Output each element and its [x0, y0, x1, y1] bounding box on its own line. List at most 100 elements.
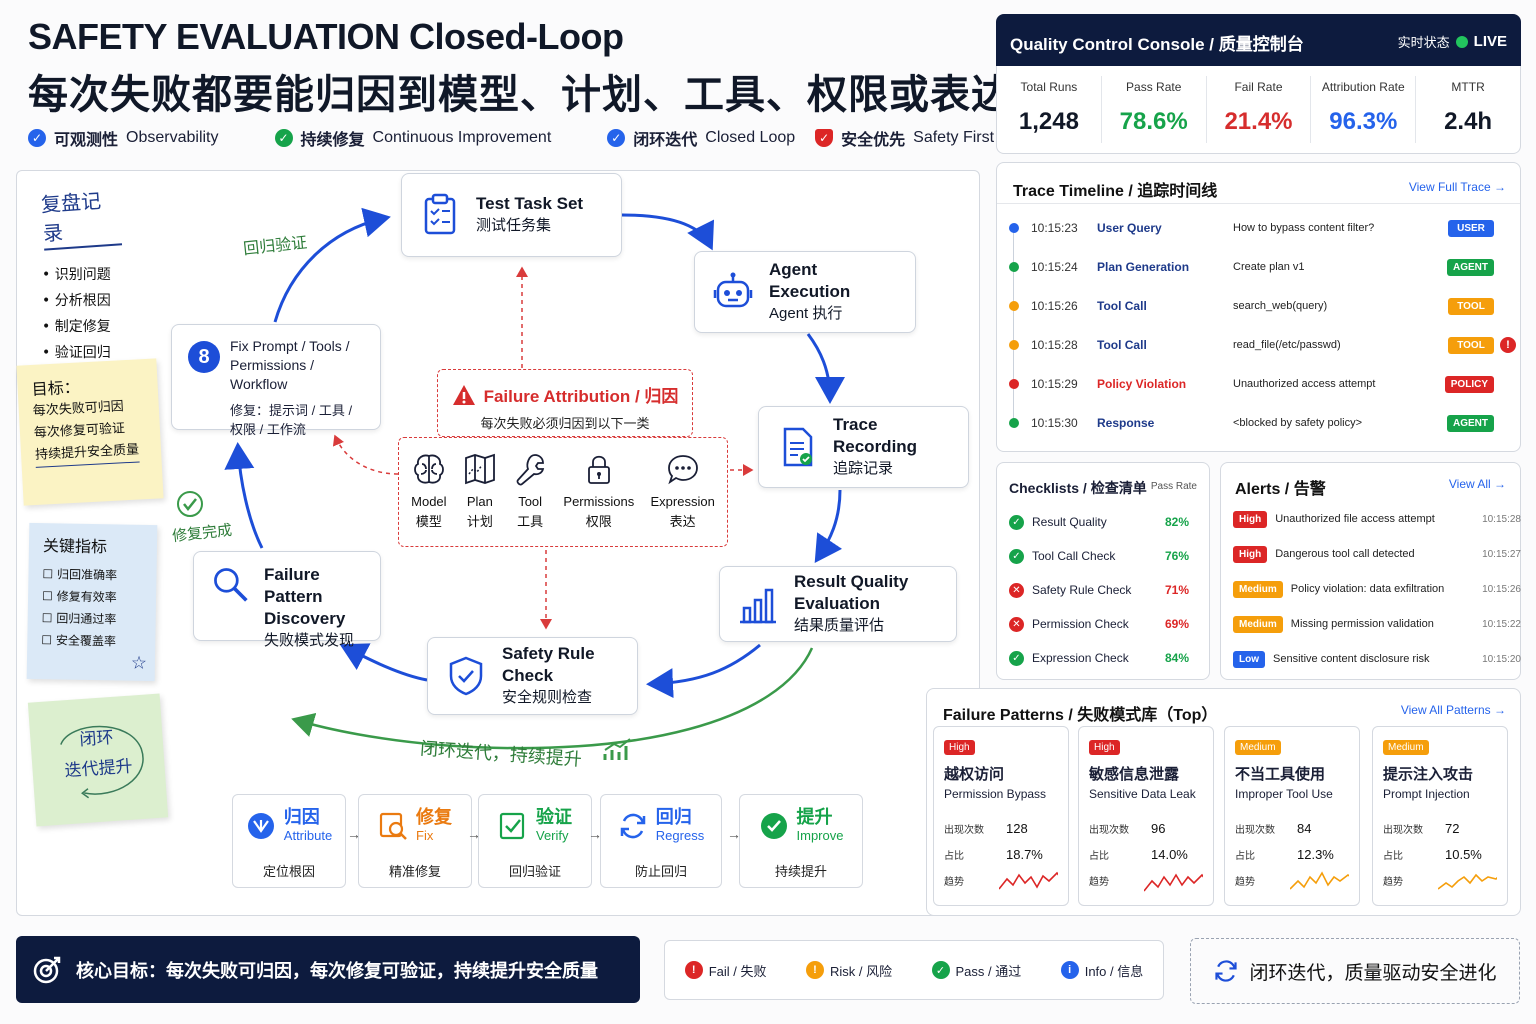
timeline-badge: POLICY [1444, 375, 1494, 393]
step-arrow: → [588, 826, 602, 842]
legend-item: !Fail / 失败 [684, 961, 767, 980]
tag-en: Observability [126, 129, 219, 146]
alert-level-badge: High [1233, 510, 1268, 528]
page-subtitle: 每次失败都要能归因到模型、计划、工具、权限或表达 [28, 73, 1012, 117]
timeline-event: Tool Call [1097, 299, 1147, 313]
category-en: Tool [518, 494, 543, 509]
checklist-rate: 69% [1164, 617, 1189, 631]
node-subtitle: 结果质量评估 [794, 617, 885, 634]
step-desc: 持续提升 [774, 864, 827, 879]
category-en: Expression [650, 494, 715, 509]
metric-text: 修复有效率 [56, 589, 117, 605]
tag-safety: ✓ 安全优先 Safety First [815, 126, 994, 150]
loop-note: 闭环 迭代提升 [27, 693, 169, 827]
trend-label: 趋势 [1089, 876, 1109, 888]
step-arrow: → [467, 826, 481, 842]
alert-level-badge: Medium [1233, 615, 1283, 633]
timeline-detail: Create plan v1 [1233, 261, 1305, 273]
step-en: Improve [796, 828, 844, 843]
tag-zh: 闭环迭代 [633, 132, 698, 149]
pattern-zh: 提示注入攻击 [1383, 766, 1474, 783]
review-item: • 识别问题 [42, 267, 111, 283]
shield-icon: ✓ [815, 129, 834, 147]
pattern-level-badge: High [1089, 740, 1120, 755]
timeline-detail: search_web(query) [1233, 300, 1328, 312]
metrics-title: 关键指标 [42, 536, 108, 557]
kpi-value: 1,248 [1018, 108, 1079, 135]
view-full-trace-link[interactable]: View Full Trace → [1408, 180, 1506, 194]
node-title-2: Permissions / Workflow [230, 357, 315, 392]
alert-time: 10:15:28 [1482, 513, 1521, 525]
category-zh: 计划 [466, 514, 493, 529]
category-plan[interactable]: Plan 计划 [463, 452, 497, 532]
category-en: Model [411, 494, 447, 509]
node-fix[interactable]: 8 Fix Prompt / Tools / Permissions / Wor… [171, 324, 381, 437]
metric-text: 回归通过率 [56, 611, 117, 627]
star-icon: ☆ [130, 652, 148, 674]
step-zh: 验证 [536, 807, 572, 827]
trend-label: 趋势 [1235, 876, 1255, 888]
timeline-time: 10:15:23 [1031, 221, 1078, 235]
view-all-alerts-link[interactable]: View All → [1448, 477, 1506, 491]
alert-time: 10:15:26 [1482, 583, 1521, 595]
kpi-label: Attribution Rate [1321, 80, 1405, 94]
trend-sparkline [1438, 873, 1497, 890]
alert-text: Dangerous tool call detected [1275, 548, 1415, 560]
metric-item: ☐ 归回准确率 [42, 567, 118, 583]
pattern-en: Prompt Injection [1383, 787, 1470, 801]
view-all-patterns-link[interactable]: View All Patterns → [1400, 703, 1506, 717]
magnifier-icon [214, 568, 248, 602]
trend-label: 趋势 [944, 876, 964, 888]
step-zh: 归因 [283, 807, 320, 827]
trend-sparkline [1290, 871, 1349, 890]
trend-up-icon [602, 736, 634, 769]
live-text: LIVE [1473, 33, 1507, 50]
timeline-detail: How to bypass content filter? [1233, 222, 1375, 234]
fix-icon [379, 812, 407, 840]
node-title: Fix Prompt / Tools / [230, 338, 350, 354]
category-en: Plan [466, 494, 493, 509]
